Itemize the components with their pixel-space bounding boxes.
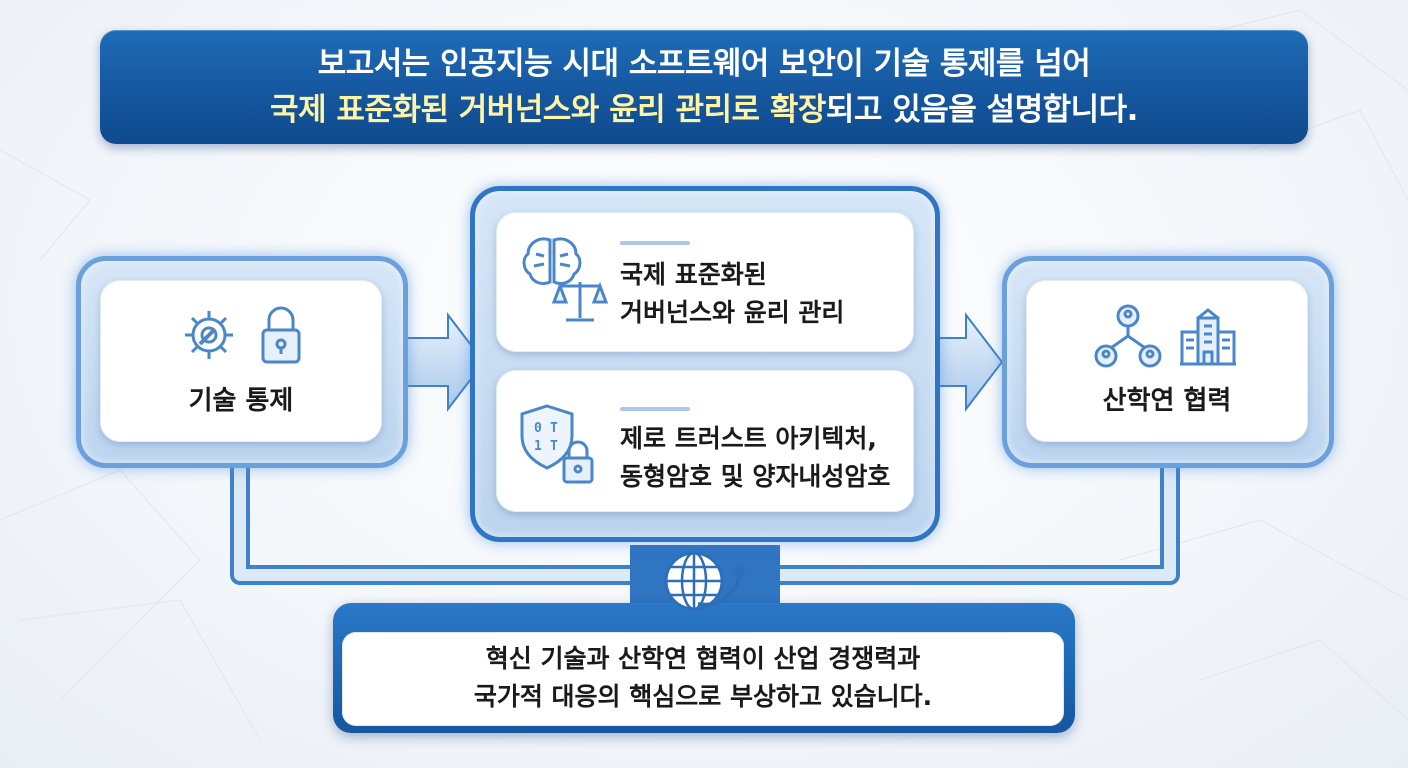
- arrow-left-to-center: [405, 312, 486, 412]
- center-top-line-1: 국제 표준화된: [620, 260, 767, 289]
- right-label: 산학연 협력: [1102, 386, 1232, 416]
- header-line-1: 보고서는 인공지능 시대 소프트웨어 보안이 기술 통제를 넘어: [317, 46, 1091, 82]
- center-bottom-line-1: 제로 트러스트 아키텍처,: [620, 424, 877, 453]
- scales-icon: [551, 281, 609, 322]
- brain-icon: [522, 237, 582, 286]
- footer-line-2: 국가적 대응의 핵심으로 부상하고 있습니다.: [473, 682, 933, 711]
- center-top-line-2: 거버넌스와 윤리 관리: [620, 298, 845, 327]
- accent-bar-top: [620, 241, 690, 245]
- center-bottom-line-2: 동형암호 및 양자내성암호: [620, 462, 891, 491]
- header-banner: 보고서는 인공지능 시대 소프트웨어 보안이 기술 통제를 넘어 국제 표준화된…: [100, 30, 1308, 144]
- gear-wrench-icon: [185, 311, 233, 359]
- center-bottom-text: 제로 트러스트 아키텍처, 동형암호 및 양자내성암호: [620, 420, 890, 496]
- padlock-icon: [261, 306, 301, 364]
- padlock-icon: [562, 440, 594, 484]
- footer-text: 혁신 기술과 산학연 협력이 산업 경쟁력과 국가적 대응의 핵심으로 부상하고…: [342, 640, 1064, 716]
- header-highlight: 국제 표준화된 거버넌스와 윤리 관리로 확장: [270, 92, 826, 128]
- right-card: [1026, 280, 1308, 442]
- network-people-icon: [1094, 304, 1162, 368]
- header-line-2-rest: 되고 있음을 설명합니다.: [825, 92, 1139, 128]
- header-line-2: 국제 표준화된 거버넌스와 윤리 관리로 확장되고 있음을 설명합니다.: [270, 87, 1138, 133]
- building-icon: [1180, 308, 1236, 366]
- footer-line-1: 혁신 기술과 산학연 협력이 산업 경쟁력과: [485, 644, 921, 673]
- svg-text:T: T: [550, 421, 558, 436]
- center-top-text: 국제 표준화된 거버넌스와 윤리 관리: [620, 256, 844, 332]
- accent-bar-bottom: [620, 407, 690, 411]
- svg-text:1: 1: [534, 439, 542, 454]
- left-label: 기술 통제: [188, 386, 294, 416]
- globe-arrow-icon: [664, 551, 746, 611]
- svg-text:0: 0: [534, 421, 542, 436]
- svg-text:T: T: [550, 439, 558, 454]
- footer-card: [342, 632, 1064, 726]
- left-card: [100, 280, 382, 442]
